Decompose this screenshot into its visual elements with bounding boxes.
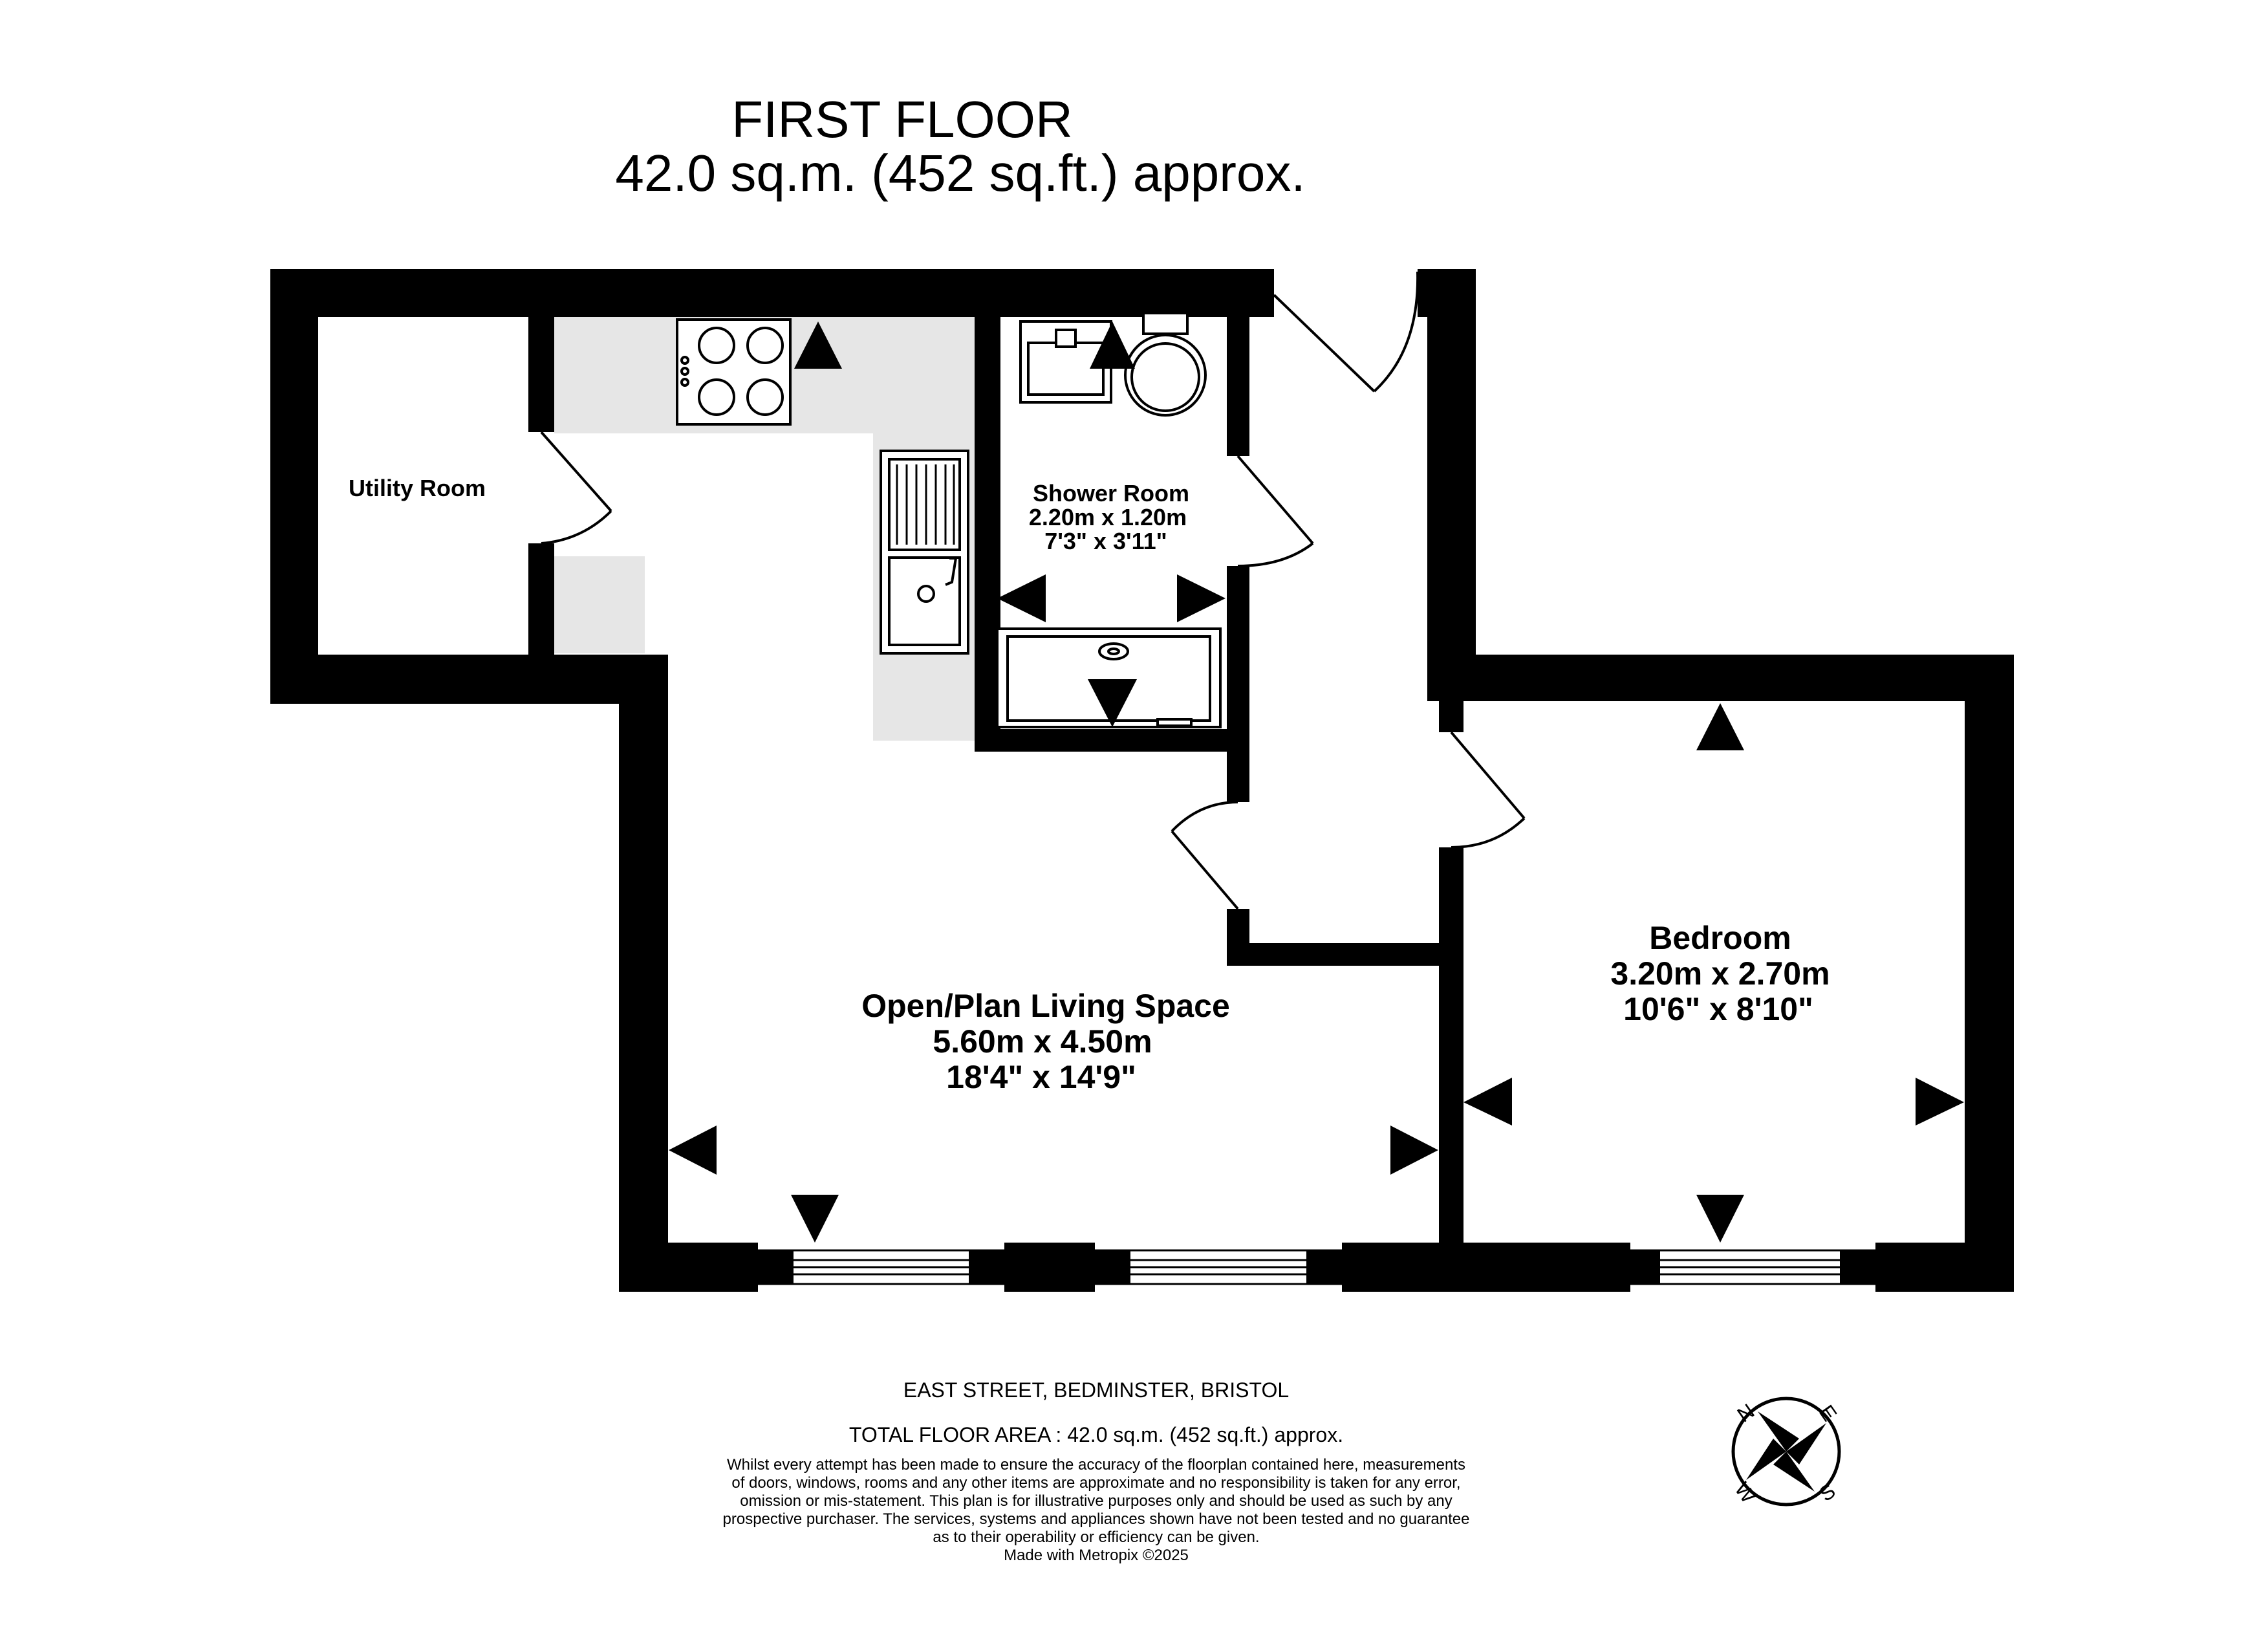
room-label-bedroom: Bedroom 3.20m x 2.70m 10'6" x 8'10" — [1610, 920, 1830, 1027]
room-name-bedroom: Bedroom — [1649, 920, 1791, 956]
room-metric-shower: 2.20m x 1.20m — [1029, 504, 1187, 530]
hob — [676, 318, 792, 426]
room-metric-living: 5.60m x 4.50m — [933, 1023, 1152, 1060]
window-living-left — [757, 1249, 1006, 1285]
walls — [270, 269, 2014, 1292]
footer-disclaimer-line: as to their operability or efficiency ca… — [933, 1529, 1259, 1546]
door-shower — [1237, 455, 1314, 567]
door-living — [1171, 801, 1239, 910]
room-imperial-bedroom: 10'6" x 8'10" — [1623, 991, 1813, 1027]
footer: EAST STREET, BEDMINSTER, BRISTOL TOTAL F… — [723, 1378, 1470, 1564]
footer-total-area: TOTAL FLOOR AREA : 42.0 sq.m. (452 sq.ft… — [849, 1423, 1343, 1446]
floor-title: FIRST FLOOR — [731, 91, 1072, 148]
window-living-right — [1094, 1249, 1343, 1285]
footer-made-with: Made with Metropix ©2025 — [1004, 1547, 1189, 1564]
footer-disclaimer-line: Whilst every attempt has been made to en… — [727, 1456, 1465, 1474]
room-name-utility: Utility Room — [349, 475, 486, 501]
room-imperial-shower: 7'3" x 3'11" — [1044, 528, 1167, 554]
kitchen-sink — [880, 450, 969, 655]
door-bedroom — [1450, 731, 1526, 849]
window-bedroom — [1623, 1249, 1877, 1285]
footer-disclaimer-line: prospective purchaser. The services, sys… — [723, 1510, 1470, 1528]
door-utility — [540, 431, 612, 545]
room-label-utility: Utility Room — [349, 475, 486, 501]
footer-disclaimer-line: omission or mis-statement. This plan is … — [740, 1492, 1452, 1510]
room-imperial-living: 18'4" x 14'9" — [946, 1059, 1136, 1095]
room-metric-bedroom: 3.20m x 2.70m — [1610, 955, 1830, 992]
compass-icon: N E S W — [1730, 1397, 1842, 1508]
footer-address: EAST STREET, BEDMINSTER, BRISTOL — [903, 1378, 1289, 1402]
dimension-arrows — [669, 321, 1964, 1243]
door-entrance — [1273, 271, 1420, 393]
room-name-living: Open/Plan Living Space — [861, 988, 1230, 1024]
room-label-shower: Shower Room 2.20m x 1.20m 7'3" x 3'11" — [1029, 480, 1189, 554]
room-name-shower: Shower Room — [1033, 480, 1189, 506]
footer-disclaimer-line: of doors, windows, rooms and any other i… — [731, 1474, 1460, 1492]
room-label-living: Open/Plan Living Space 5.60m x 4.50m 18'… — [861, 988, 1230, 1095]
floor-area: 42.0 sq.m. (452 sq.ft.) approx. — [615, 144, 1305, 202]
toilet — [1124, 312, 1207, 417]
